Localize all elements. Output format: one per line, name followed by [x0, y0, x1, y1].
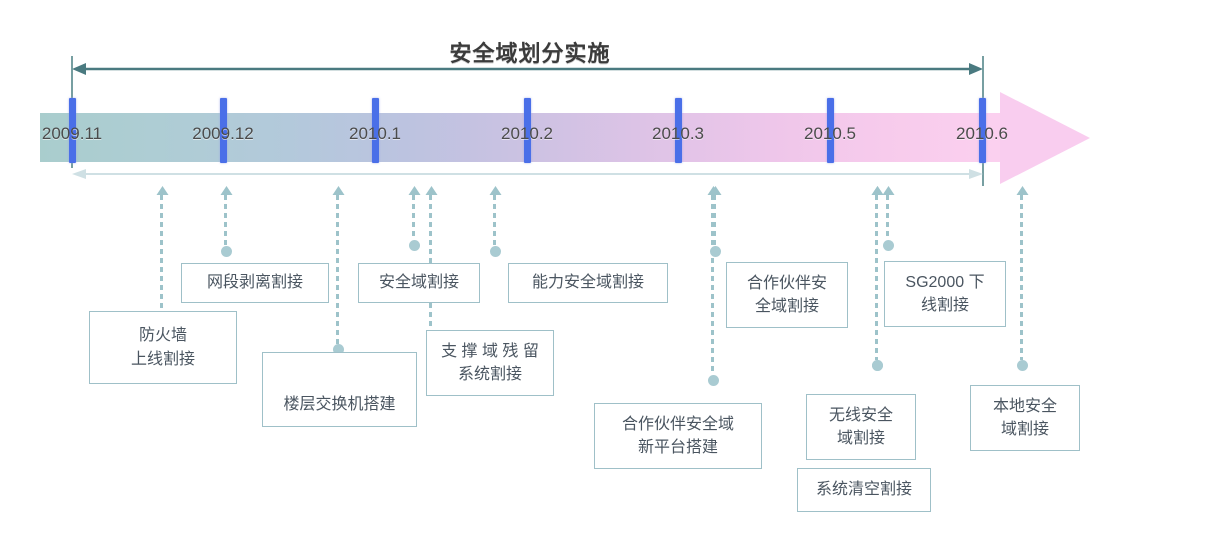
milestone-label-line1: 能力安全域割接 [531, 274, 644, 292]
connector-line [1020, 195, 1023, 360]
connector-arrow-icon [332, 186, 345, 195]
milestone-box[interactable]: 合作伙伴安全域新平台搭建 [594, 403, 762, 469]
milestone-box[interactable]: 网段剥离割接 [181, 263, 329, 303]
milestone-box[interactable]: 支 撑 域 残 留系统割接 [426, 330, 554, 396]
milestone-label-line2: 全域割接 [754, 298, 819, 315]
timeline-tick [372, 98, 379, 163]
connector-dot-icon [710, 246, 721, 257]
milestone-box[interactable]: 合作伙伴安全域割接 [726, 262, 848, 328]
milestone-label-line1: 楼层交换机搭建 [283, 395, 396, 413]
milestone-label-line1: 安全域割接 [378, 274, 459, 292]
connector-line [493, 195, 496, 246]
milestone-box[interactable]: 防火墙上线割接 [89, 311, 237, 384]
timeline-date-label: 2010.6 [956, 124, 1008, 143]
connector-arrow-icon [220, 186, 233, 195]
timeline-date-label: 2010.2 [501, 124, 553, 143]
connector-dot-icon [221, 246, 232, 257]
connector-arrow-icon [882, 186, 895, 195]
connector-line [412, 195, 415, 240]
milestone-box[interactable]: 无线安全域割接 [806, 394, 916, 460]
milestone-label-line1: 网段剥离割接 [206, 274, 303, 292]
milestone-label-line1: 合作伙伴安全域 [621, 415, 734, 433]
timeline-tick [675, 98, 682, 163]
milestone-box[interactable]: 本地安全域割接 [970, 385, 1080, 451]
milestone-box[interactable]: 系统清空割接 [797, 468, 931, 512]
connector-arrow-icon [709, 186, 722, 195]
connector-arrow-icon [425, 186, 438, 195]
timeline-date-label: 2009.11 [41, 124, 103, 143]
milestone-label-line1: SG2000 下 [905, 273, 985, 291]
milestone-box[interactable]: 楼层交换机搭建 [262, 352, 417, 427]
timeline-tick [69, 98, 76, 163]
connector-line [336, 195, 339, 344]
milestone-label-line1: 本地安全 [992, 397, 1057, 415]
milestone-label-line2: 线割接 [920, 297, 969, 314]
connector-dot-icon [708, 375, 719, 386]
connector-arrow-icon [489, 186, 502, 195]
timeline-tick [220, 98, 227, 163]
connector-dot-icon [490, 246, 501, 257]
timeline-date-label: 2010.1 [349, 124, 401, 143]
connector-line [875, 195, 878, 360]
connector-arrow-icon [1016, 186, 1029, 195]
connector-arrow-icon [871, 186, 884, 195]
milestone-label-line1: 合作伙伴安 [746, 274, 827, 292]
timeline-date-label: 2009.12 [192, 124, 254, 143]
timeline-date-label: 2010.5 [804, 124, 856, 143]
milestone-label-line1: 无线安全 [828, 406, 893, 424]
connector-line [713, 195, 716, 246]
milestone-label-line2: 系统割接 [457, 366, 522, 383]
page-title: 安全域划分实施 [449, 41, 611, 66]
connector-line [429, 195, 432, 330]
timeline-tick [979, 98, 986, 163]
overall-span-arrow [72, 63, 983, 75]
timeline-tick [827, 98, 834, 163]
lower-span-arrow [72, 169, 983, 179]
milestone-label-line2: 上线割接 [130, 350, 195, 368]
connector-arrow-icon [408, 186, 421, 195]
connector-dot-icon [872, 360, 883, 371]
timeline-date-label: 2010.3 [652, 124, 704, 143]
milestone-box[interactable]: SG2000 下线割接 [884, 261, 1006, 327]
milestone-box[interactable]: 能力安全域割接 [508, 263, 668, 303]
connector-dot-icon [333, 344, 344, 355]
milestone-label-line1: 支 撑 域 残 留 [441, 342, 539, 360]
connector-line [886, 195, 889, 240]
timeline-band [40, 113, 1000, 162]
milestone-label-line2: 域割接 [1000, 421, 1049, 438]
connector-dot-icon [1017, 360, 1028, 371]
milestone-label-line2: 新平台搭建 [637, 439, 718, 456]
milestone-label-line2: 域割接 [836, 430, 885, 447]
connector-arrow-icon [156, 186, 169, 195]
timeline-tick [524, 98, 531, 163]
milestone-label-line1: 系统清空割接 [815, 481, 912, 499]
connector-line [224, 195, 227, 246]
connector-line [160, 195, 163, 325]
milestone-label-line1: 防火墙 [138, 327, 187, 345]
timeline-arrow-head [1000, 92, 1090, 184]
connector-line [711, 195, 714, 375]
connector-dot-icon [883, 240, 894, 251]
milestone-box[interactable]: 安全域割接 [358, 263, 480, 303]
connector-dot-icon [409, 240, 420, 251]
